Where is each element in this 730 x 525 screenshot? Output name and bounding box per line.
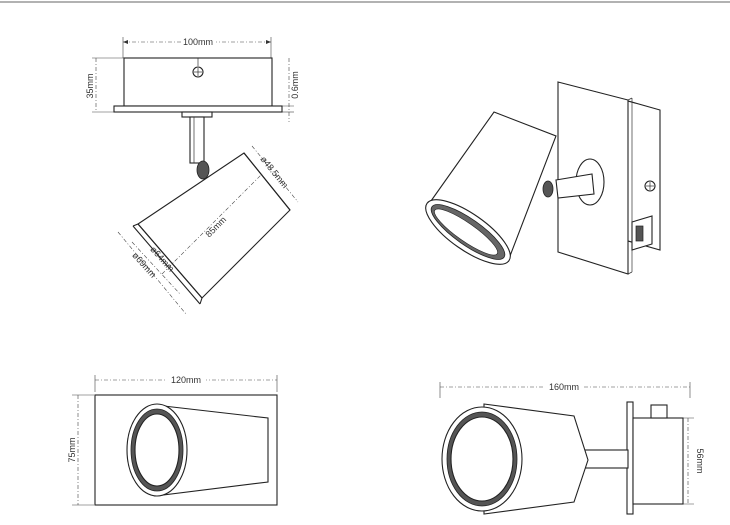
switch-icon bbox=[650, 404, 668, 419]
arm bbox=[555, 173, 595, 199]
dim-top-width: 100mm bbox=[183, 37, 213, 47]
stem bbox=[189, 116, 205, 164]
joint-knob bbox=[196, 160, 210, 180]
dim-side-width: 160mm bbox=[549, 382, 579, 392]
lens bbox=[450, 416, 514, 502]
dim-front-height: 75mm bbox=[67, 437, 77, 462]
screw-icon bbox=[192, 58, 204, 78]
lamp-shade bbox=[425, 111, 557, 265]
dim-top-height: 35mm bbox=[85, 73, 95, 98]
rocker-switch-icon bbox=[631, 215, 653, 251]
mounting-plate bbox=[113, 105, 283, 113]
side-view: 160mm 56mm bbox=[439, 381, 705, 515]
screw-icon bbox=[644, 180, 656, 192]
dim-side-height: 56mm bbox=[695, 448, 705, 473]
lamp-shade bbox=[132, 152, 291, 305]
perspective-view bbox=[425, 81, 661, 275]
dim-front-width: 120mm bbox=[171, 375, 201, 385]
back-box bbox=[632, 417, 684, 505]
front-view: 120mm 75mm bbox=[67, 374, 278, 506]
elevation-view: 100mm 35mm 0.6mm bbox=[85, 36, 300, 315]
lens bbox=[134, 413, 180, 487]
dim-plate-thickness: 0.6mm bbox=[290, 71, 300, 99]
